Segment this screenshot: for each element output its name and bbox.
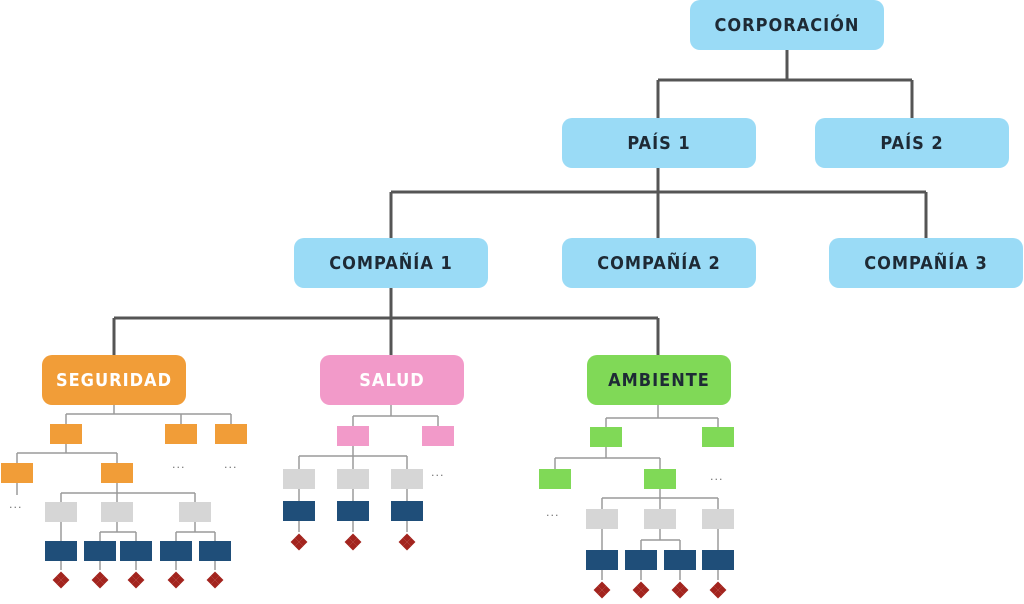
leaf-box[interactable] bbox=[337, 501, 369, 521]
diamond-marker-icon bbox=[398, 533, 416, 551]
node-ambiente[interactable]: AMBIENTE bbox=[587, 355, 731, 405]
placeholder-box[interactable] bbox=[179, 502, 211, 522]
placeholder-box[interactable] bbox=[586, 509, 618, 529]
diamond-marker-icon bbox=[127, 571, 145, 589]
placeholder-box[interactable] bbox=[702, 509, 734, 529]
diamond-marker-icon bbox=[632, 581, 650, 599]
leaf-box[interactable] bbox=[625, 550, 657, 570]
diamond-marker-icon bbox=[290, 533, 308, 551]
salud-subunit[interactable] bbox=[337, 426, 369, 446]
node-corporacion[interactable]: CORPORACIÓN bbox=[690, 0, 884, 50]
leaf-box[interactable] bbox=[45, 541, 77, 561]
placeholder-box[interactable] bbox=[644, 509, 676, 529]
diamond-marker-icon bbox=[52, 571, 70, 589]
ellipsis: ... bbox=[710, 470, 724, 483]
diamond-marker-icon bbox=[709, 581, 727, 599]
node-seguridad[interactable]: SEGURIDAD bbox=[42, 355, 186, 405]
leaf-box[interactable] bbox=[84, 541, 116, 561]
node-compania-2[interactable]: COMPAÑÍA 2 bbox=[562, 238, 756, 288]
leaf-box[interactable] bbox=[702, 550, 734, 570]
ellipsis: ... bbox=[224, 458, 238, 471]
leaf-box[interactable] bbox=[199, 541, 231, 561]
seguridad-subunit[interactable] bbox=[101, 463, 133, 483]
leaf-box[interactable] bbox=[391, 501, 423, 521]
placeholder-box[interactable] bbox=[337, 469, 369, 489]
ambiente-subunit[interactable] bbox=[539, 469, 571, 489]
diamond-marker-icon bbox=[671, 581, 689, 599]
diamond-marker-icon bbox=[91, 571, 109, 589]
diamond-marker-icon bbox=[167, 571, 185, 589]
placeholder-box[interactable] bbox=[101, 502, 133, 522]
ellipsis: ... bbox=[431, 466, 445, 479]
placeholder-box[interactable] bbox=[391, 469, 423, 489]
leaf-box[interactable] bbox=[283, 501, 315, 521]
leaf-box[interactable] bbox=[120, 541, 152, 561]
salud-subunit[interactable] bbox=[422, 426, 454, 446]
leaf-box[interactable] bbox=[586, 550, 618, 570]
seguridad-subunit[interactable] bbox=[215, 424, 247, 444]
ambiente-subunit[interactable] bbox=[702, 427, 734, 447]
node-compania-3[interactable]: COMPAÑÍA 3 bbox=[829, 238, 1023, 288]
node-compania-1[interactable]: COMPAÑÍA 1 bbox=[294, 238, 488, 288]
diamond-marker-icon bbox=[593, 581, 611, 599]
ambiente-subunit[interactable] bbox=[590, 427, 622, 447]
node-pais-1[interactable]: PAÍS 1 bbox=[562, 118, 756, 168]
node-salud[interactable]: SALUD bbox=[320, 355, 464, 405]
ambiente-subunit[interactable] bbox=[644, 469, 676, 489]
node-pais-2[interactable]: PAÍS 2 bbox=[815, 118, 1009, 168]
seguridad-subunit[interactable] bbox=[50, 424, 82, 444]
diamond-marker-icon bbox=[344, 533, 362, 551]
leaf-box[interactable] bbox=[160, 541, 192, 561]
diamond-marker-icon bbox=[206, 571, 224, 589]
ellipsis: ... bbox=[172, 458, 186, 471]
seguridad-subunit[interactable] bbox=[1, 463, 33, 483]
seguridad-subunit[interactable] bbox=[165, 424, 197, 444]
leaf-box[interactable] bbox=[664, 550, 696, 570]
placeholder-box[interactable] bbox=[45, 502, 77, 522]
ellipsis: ... bbox=[546, 506, 560, 519]
placeholder-box[interactable] bbox=[283, 469, 315, 489]
ellipsis: ... bbox=[9, 498, 23, 511]
